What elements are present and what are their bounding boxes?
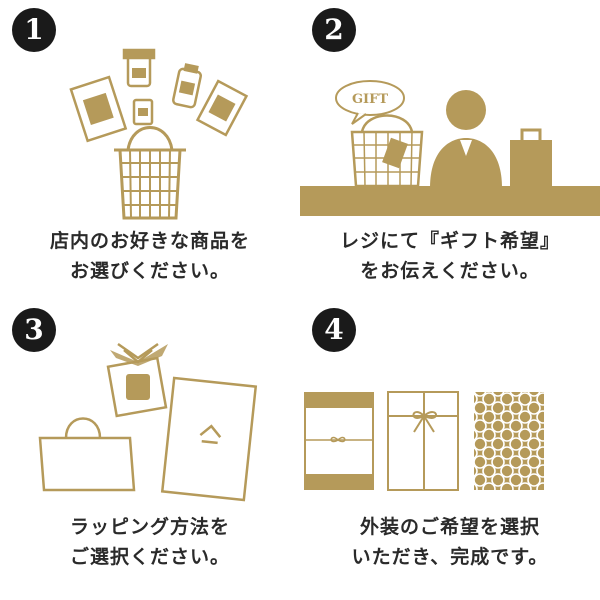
step-number-badge: 4 xyxy=(312,308,356,352)
packaging-options-illustration xyxy=(304,391,544,491)
gift-bubble-label: GIFT xyxy=(352,92,388,107)
checkout-counter-illustration: GIFT xyxy=(300,80,600,216)
caption-line-2: をお伝えください。 xyxy=(360,260,540,282)
step-4: 4 外装のご希望を選択 いただき、完成です。 xyxy=(300,300,600,600)
speech-bubble-icon: GIFT xyxy=(335,80,405,125)
step-1: 1 店内のお好きな商品を お選びください。 xyxy=(0,0,300,300)
step-number-badge: 1 xyxy=(12,8,56,52)
step-number-badge: 2 xyxy=(312,8,356,52)
step-caption: レジにて『ギフト希望』 をお伝えください。 xyxy=(300,226,600,286)
step-caption: ラッピング方法を ご選択ください。 xyxy=(0,512,300,572)
step-caption: 外装のご希望を選択 いただき、完成です。 xyxy=(300,512,600,572)
step-3: 3 ラッピング方法を ご選択ください。 xyxy=(0,300,300,600)
caption-line-2: いただき、完成です。 xyxy=(351,546,549,568)
step-number-badge: 3 xyxy=(12,308,56,352)
caption-line-1: 店内のお好きな商品を xyxy=(49,230,250,252)
step-caption: 店内のお好きな商品を お選びください。 xyxy=(0,226,300,286)
caption-line-2: ご選択ください。 xyxy=(69,546,230,568)
wrapping-options-illustration xyxy=(38,342,258,502)
caption-line-2: お選びください。 xyxy=(69,260,230,282)
caption-line-1: レジにて『ギフト希望』 xyxy=(339,230,560,252)
caption-line-1: ラッピング方法を xyxy=(69,516,230,538)
shopping-basket-illustration xyxy=(69,48,249,220)
caption-line-1: 外装のご希望を選択 xyxy=(359,516,540,538)
step-2: GIFT 2 レジにて『ギフト希望』 をお伝えください。 xyxy=(300,0,600,300)
